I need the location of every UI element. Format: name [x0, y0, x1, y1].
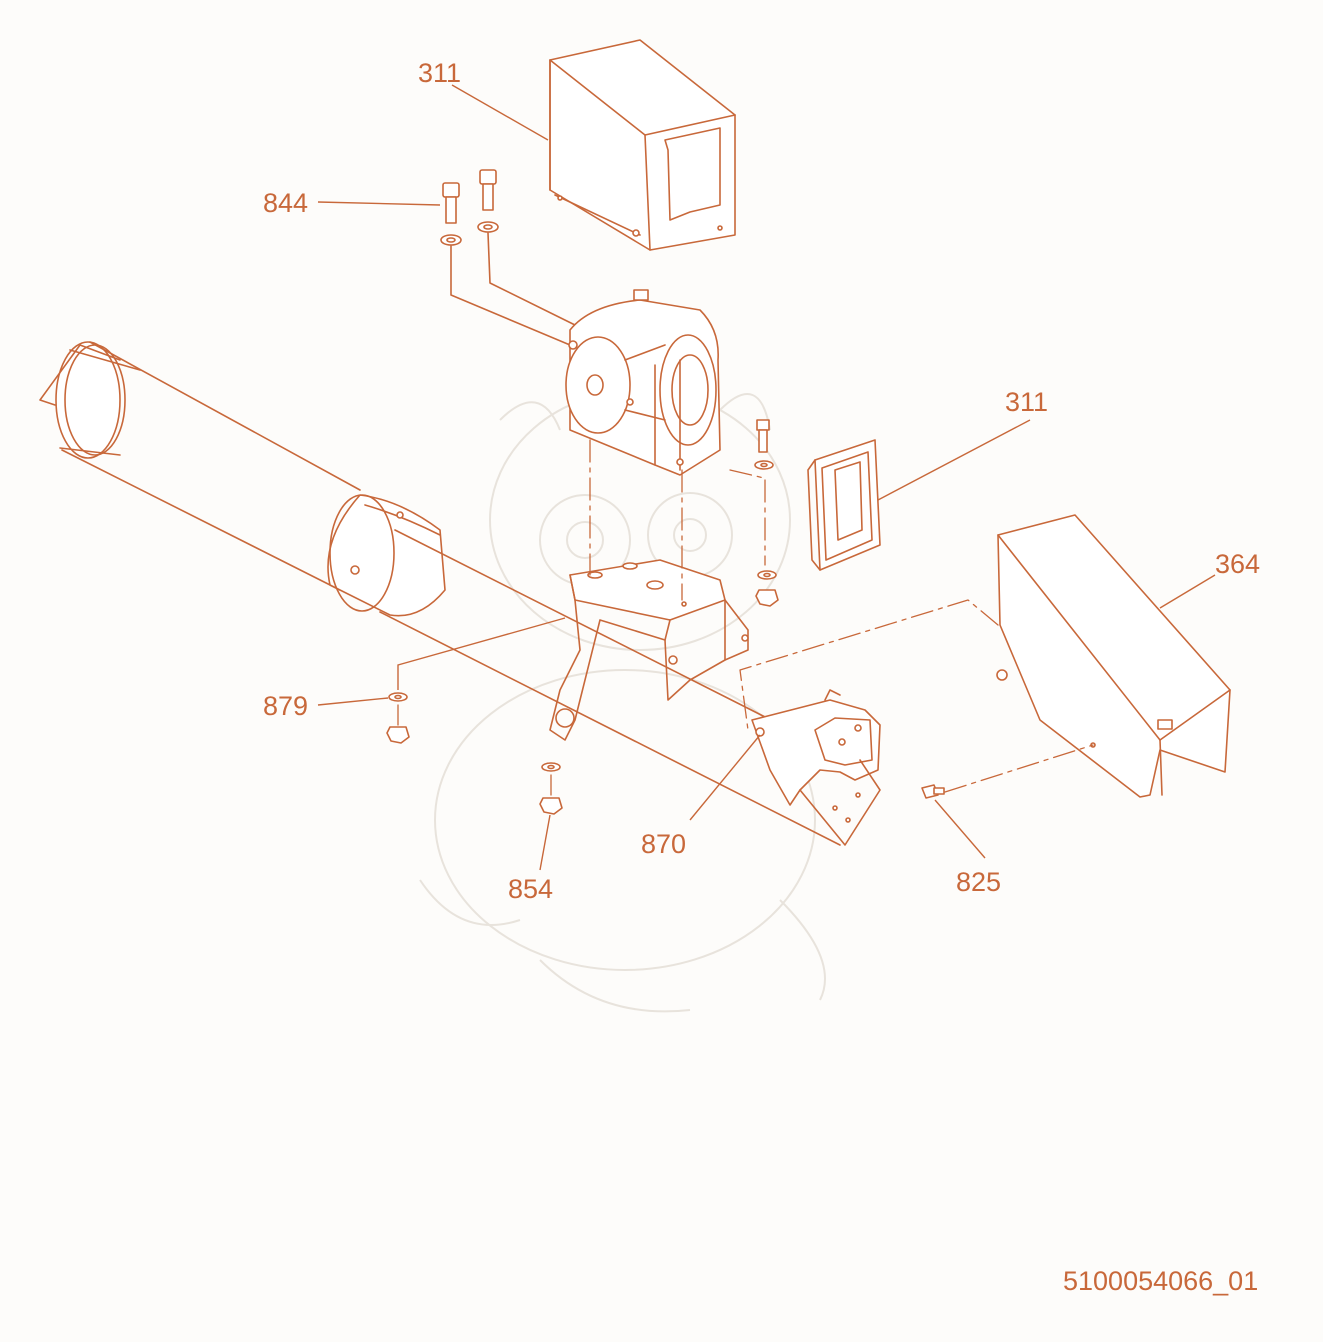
nut-washer-right-part [755, 570, 779, 607]
nut-washer-854-part [539, 762, 563, 815]
callout-311-top: 311 [418, 58, 461, 88]
watermark-illustration [419, 389, 826, 1013]
winch-assembly-part [565, 289, 721, 476]
drawing-number: 5100054066_01 [1063, 1266, 1258, 1296]
bolts-844-part [440, 169, 576, 346]
top-cover-part [549, 39, 736, 251]
callout-879: 879 [263, 691, 308, 721]
bolt-right-part [754, 419, 774, 470]
side-plate-part [807, 439, 881, 571]
callout-844: 844 [263, 188, 308, 218]
callout-labels: 311 844 311 364 879 870 854 825 51000540… [263, 58, 1260, 1296]
callout-825: 825 [956, 867, 1001, 897]
callout-854: 854 [508, 874, 553, 904]
callout-364: 364 [1215, 549, 1260, 579]
leader-lines [317, 84, 1216, 871]
nut-washer-879-part [386, 692, 410, 744]
assembly-lines [397, 439, 1094, 796]
mounting-bracket-part [549, 559, 749, 741]
bolt-825-part [921, 784, 945, 799]
hitch-plate-part [751, 689, 881, 846]
callout-311-right: 311 [1005, 387, 1048, 417]
parts-group [39, 39, 1231, 846]
long-tube-part [39, 341, 871, 846]
end-cover-part [996, 514, 1231, 798]
callout-870: 870 [641, 829, 686, 859]
